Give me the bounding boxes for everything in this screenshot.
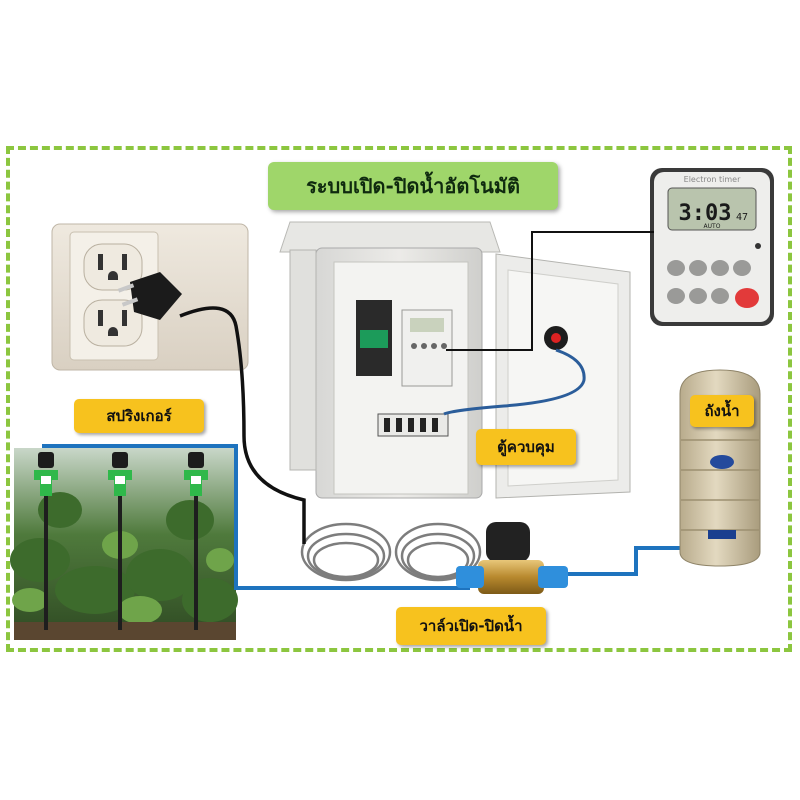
control-box-label: ตู้ควบคุม [476,429,576,465]
sprinkler-label: สปริงเกอร์ [74,399,204,433]
water-pipe [42,444,690,590]
sensor-cable [443,348,586,416]
water-tank-label: ถังน้ำ [690,395,754,427]
wall-outlet-image [51,223,249,371]
timer-display-mode: AUTO [704,223,721,230]
valve-image [456,522,568,594]
sprinkler-head-icon [108,452,132,496]
valve-label: วาล์วเปิด-ปิดน้ำ [396,607,546,645]
electronic-timer-image [650,168,774,326]
timer-display-seconds: 47 [736,212,748,223]
sprinkler-head-icon [184,452,208,496]
dashed-frame [6,146,792,652]
cable-coils [300,522,482,582]
page-title: ระบบเปิด-ปิดน้ำอัตโนมัติ [268,162,558,210]
timer-display-text: 3:03 [679,201,732,226]
sprinkler-head-icon [34,452,58,496]
timer-brand-text: Electron timer [684,175,741,184]
garden-image [10,448,238,640]
power-wire [179,306,306,544]
timer-connector-line [446,231,654,351]
